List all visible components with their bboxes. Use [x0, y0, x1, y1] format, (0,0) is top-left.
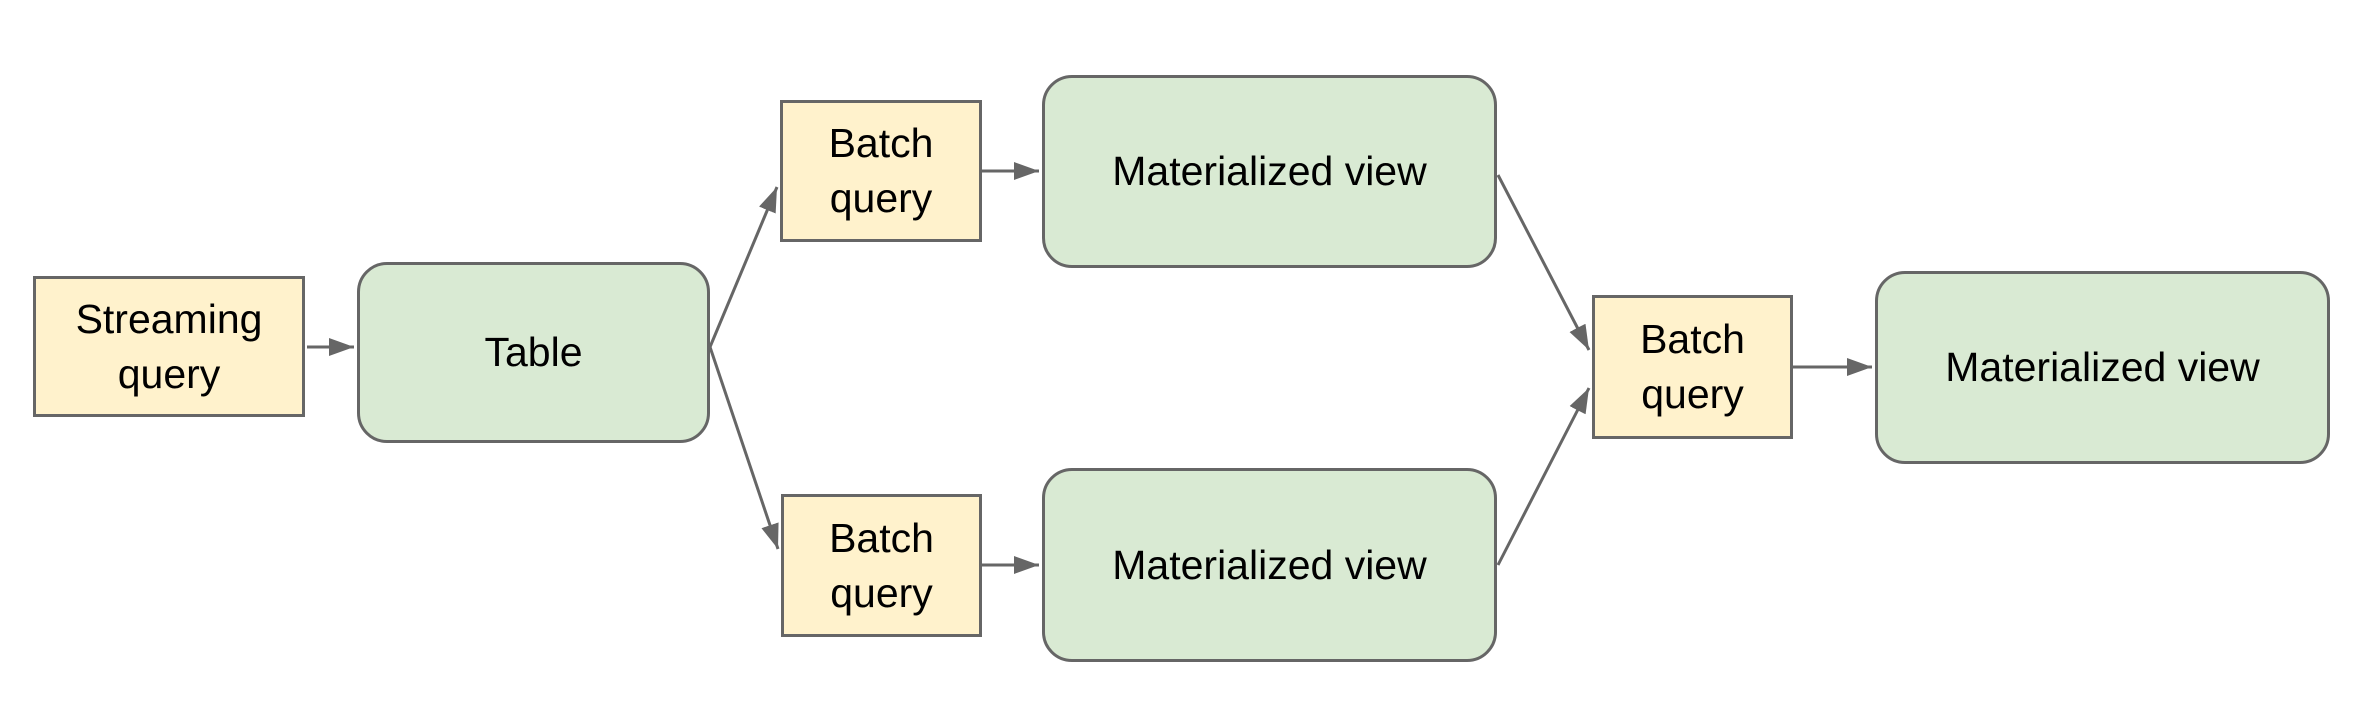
node-materialized-view-right-label: Materialized view	[1945, 344, 2260, 390]
node-materialized-view-bottom-label: Materialized view	[1112, 541, 1427, 588]
node-table: Table	[357, 262, 710, 443]
connector-materialized-view-top-to-batch-query-right	[1496, 174, 1591, 351]
connector-table-to-batch-query-bottom	[708, 346, 780, 550]
node-batch-query-bottom-label: Batch query	[829, 514, 934, 616]
node-batch-query-right: Batch query	[1592, 295, 1793, 439]
connector-table-to-batch-query-top	[708, 186, 779, 348]
node-materialized-view-right: Materialized view	[1875, 271, 2330, 464]
node-streaming-query-label: Streaming query	[75, 295, 263, 397]
connector-materialized-view-bottom-to-batch-query-right	[1496, 387, 1591, 566]
node-materialized-view-top-label: Materialized view	[1112, 148, 1427, 194]
node-batch-query-bottom: Batch query	[781, 494, 982, 637]
node-batch-query-right-label: Batch query	[1640, 316, 1745, 417]
node-streaming-query: Streaming query	[33, 276, 305, 417]
node-table-label: Table	[484, 329, 583, 375]
node-batch-query-top: Batch query	[780, 100, 982, 242]
node-materialized-view-top: Materialized view	[1042, 75, 1497, 268]
node-batch-query-top-label: Batch query	[828, 120, 934, 221]
node-materialized-view-bottom: Materialized view	[1042, 468, 1497, 662]
